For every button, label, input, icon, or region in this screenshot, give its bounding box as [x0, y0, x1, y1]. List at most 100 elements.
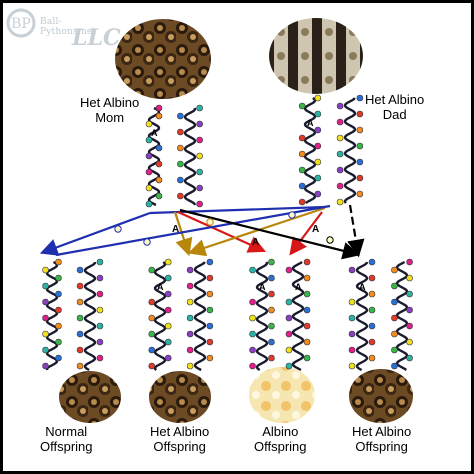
allele-dot: [348, 362, 356, 370]
allele-marker: A: [312, 224, 319, 235]
allele-dot: [298, 102, 306, 110]
allele-dot: [196, 120, 203, 128]
allele-dot: [206, 306, 214, 314]
allele-dot: [303, 258, 311, 266]
gamete-dot: [114, 225, 122, 233]
arrow-mom-to-het-right: [179, 208, 361, 260]
allele-dot: [42, 314, 49, 322]
allele-dot: [348, 298, 356, 306]
allele-dot: [164, 354, 172, 362]
allele-dot: [314, 142, 322, 150]
allele-dot: [76, 266, 84, 274]
allele-dot: [42, 266, 49, 274]
allele-dot: [186, 266, 194, 274]
allele-dot: [164, 306, 172, 314]
allele-dot: [356, 126, 364, 134]
chromosome-strand: [395, 260, 409, 371]
allele-dot: [336, 182, 344, 190]
chromosome-strand: [303, 97, 317, 204]
allele-dot: [348, 314, 356, 322]
chromosome-strands: A A A A A A: [42, 94, 413, 372]
allele-dot: [336, 134, 344, 142]
allele-dot: [96, 354, 104, 362]
chromosome-strand: [255, 261, 269, 372]
offspring-label-line1: Het Albino: [150, 424, 210, 439]
chromosome-strand: [153, 261, 167, 371]
allele-dot: [155, 160, 163, 168]
allele-dot: [298, 166, 306, 174]
allele-dot: [76, 330, 84, 338]
allele-dot: [145, 200, 153, 208]
offspring-label-line2: Offspring: [153, 439, 206, 454]
arrow-allele-markers: A A A: [172, 224, 319, 248]
allele-dot: [268, 306, 275, 314]
offspring-label-line1: Normal: [45, 424, 88, 439]
allele-marker: A: [151, 128, 158, 138]
allele-dot: [314, 190, 322, 198]
allele-dot: [348, 346, 356, 354]
allele-dot: [164, 274, 172, 282]
mom-label: Het Albino Mom: [80, 95, 139, 125]
allele-dot: [96, 290, 104, 298]
allele-dot: [196, 136, 203, 144]
allele-dot: [391, 330, 398, 338]
allele-dot: [55, 290, 62, 298]
allele-dot: [42, 298, 49, 306]
allele-dot: [186, 362, 194, 370]
allele-dot: [96, 338, 104, 346]
gamete-dot: [143, 238, 151, 246]
allele-dot: [145, 168, 153, 176]
mom-label-line2: Mom: [95, 110, 125, 125]
chromosome-strand: [291, 261, 305, 372]
allele-dot: [368, 274, 376, 282]
allele-dot: [391, 346, 398, 354]
offspring-label-line2: Offspring: [355, 439, 408, 454]
allele-dot: [148, 298, 156, 306]
chromosome-strand: [83, 261, 97, 372]
allele-dot: [42, 282, 49, 290]
offspring-label-line1: Het Albino: [352, 424, 412, 439]
allele-dot: [406, 338, 413, 346]
allele-dot: [155, 144, 163, 152]
allele-dot: [298, 182, 306, 190]
allele-marker: A: [359, 282, 366, 292]
offspring-photos: [59, 367, 413, 423]
allele-dot: [336, 102, 344, 110]
chromosome-strand: [147, 106, 161, 207]
allele-marker: A: [259, 282, 266, 292]
allele-dot: [303, 274, 311, 282]
arrow-mom-normal-to-normal: [39, 211, 151, 256]
allele-dot: [42, 346, 49, 354]
allele-dot: [336, 118, 344, 126]
allele-dot: [391, 314, 398, 322]
offspring-label-line2: Offspring: [254, 439, 307, 454]
allele-dot: [96, 306, 104, 314]
allele-marker: A: [157, 282, 164, 292]
allele-dot: [285, 298, 293, 306]
allele-dot: [303, 290, 311, 298]
allele-dot: [177, 144, 184, 152]
allele-dot: [177, 160, 184, 168]
chromosome-strand: [183, 107, 197, 206]
allele-marker: A: [307, 118, 314, 128]
allele-dot: [196, 184, 203, 192]
allele-dot: [148, 330, 156, 338]
offspring-photo-het-1: [149, 371, 211, 423]
allele-dot: [303, 322, 311, 330]
allele-dot: [406, 306, 413, 314]
allele-dot: [76, 362, 84, 370]
allele-dot: [406, 290, 413, 298]
allele-dot: [96, 322, 104, 330]
allele-dot: [164, 290, 172, 298]
allele-dot: [155, 104, 163, 112]
allele-dot: [196, 152, 203, 160]
allele-dot: [196, 104, 203, 112]
allele-dot: [391, 266, 398, 274]
allele-dot: [356, 94, 364, 102]
offspring-label-albino: Albino Offspring: [254, 424, 307, 454]
allele-dot: [145, 152, 153, 160]
allele-dot: [96, 258, 104, 266]
allele-dot: [314, 126, 322, 134]
allele-dot: [249, 314, 256, 322]
allele-dot: [42, 362, 49, 370]
